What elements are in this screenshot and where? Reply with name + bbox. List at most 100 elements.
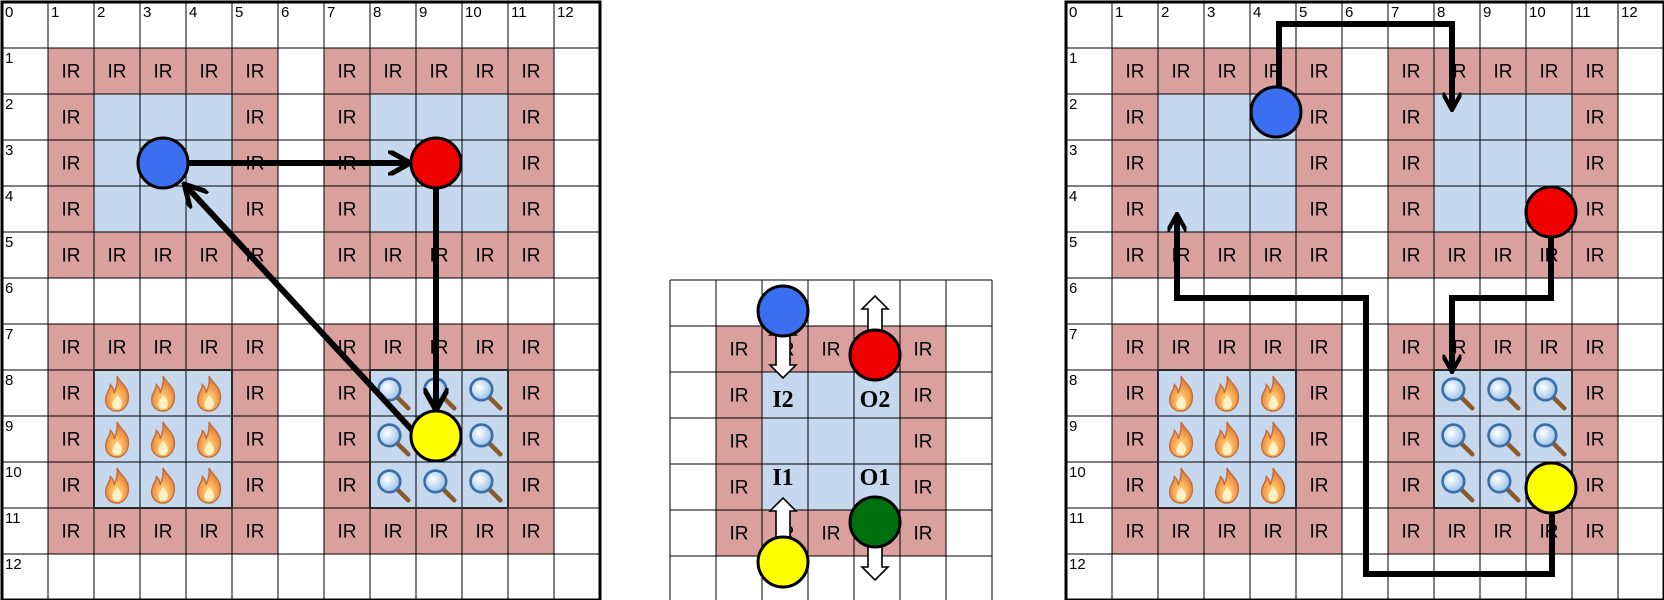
ir-label: IR (914, 478, 933, 499)
ir-label: IR (1172, 522, 1191, 543)
row-number: 5 (1069, 234, 1077, 251)
robot-red (409, 136, 463, 190)
ir-label: IR (522, 108, 541, 129)
ir-cell (232, 94, 278, 140)
open-cell (94, 186, 140, 232)
ir-label: IR (522, 476, 541, 497)
ir-label: IR (1586, 200, 1605, 221)
open-cell (140, 94, 186, 140)
open-cell (1434, 94, 1480, 140)
ir-label: IR (476, 338, 495, 359)
row-number: 6 (5, 280, 13, 297)
column-number: 9 (1483, 4, 1491, 21)
ir-cell (232, 370, 278, 416)
ir-label: IR (1494, 246, 1513, 267)
ir-label: IR (1126, 62, 1145, 83)
ir-cell (1296, 416, 1342, 462)
ir-label: IR (1448, 522, 1467, 543)
column-number: 7 (1391, 4, 1399, 21)
grid-border (0, 0, 602, 600)
ir-cell (186, 324, 232, 370)
ir-cell (1158, 324, 1204, 370)
ir-label: IR (1264, 338, 1283, 359)
row-number: 4 (5, 188, 13, 205)
ir-cell (370, 232, 416, 278)
ir-label: IR (384, 522, 403, 543)
open-cell (186, 94, 232, 140)
ir-cell (1204, 508, 1250, 554)
open-cell (1480, 186, 1526, 232)
ir-cell (140, 324, 186, 370)
ir-cell (1204, 324, 1250, 370)
robot-red-io (848, 328, 902, 382)
robot-green-io (848, 495, 902, 549)
ir-label: IR (1586, 246, 1605, 267)
path-red-route (1452, 236, 1554, 370)
ir-cell (1388, 370, 1434, 416)
ir-label: IR (914, 340, 933, 361)
ir-cell (48, 324, 94, 370)
ir-label: IR (822, 524, 841, 545)
ir-label: IR (384, 246, 403, 267)
column-number: 2 (97, 4, 105, 21)
ir-cell (1480, 508, 1526, 554)
ir-cell (1572, 232, 1618, 278)
ir-label: IR (200, 246, 219, 267)
ir-cell (370, 324, 416, 370)
ir-cell (716, 326, 762, 372)
ir-label: IR (338, 200, 357, 221)
row-number: 3 (1069, 142, 1077, 159)
open-cell (1204, 186, 1250, 232)
ir-cell (186, 508, 232, 554)
row-number: 2 (5, 96, 13, 113)
ir-label: IR (1586, 108, 1605, 129)
ir-cell (462, 48, 508, 94)
ir-label: IR (1586, 476, 1605, 497)
ir-label: IR (1402, 476, 1421, 497)
open-cell (1250, 140, 1296, 186)
ir-label: IR (246, 430, 265, 451)
ir-cell (1112, 462, 1158, 508)
row-number: 10 (5, 464, 22, 481)
ir-cell (1112, 508, 1158, 554)
ir-cell (1434, 232, 1480, 278)
ir-label: IR (822, 340, 841, 361)
ir-label: IR (338, 522, 357, 543)
open-cell (1434, 186, 1480, 232)
ir-label: IR (1402, 246, 1421, 267)
ir-cell (1112, 48, 1158, 94)
open-cell (808, 372, 854, 418)
row-number: 8 (5, 372, 13, 389)
ir-cell (508, 370, 554, 416)
port-label-i2: I2 (772, 387, 793, 413)
ir-label: IR (1402, 62, 1421, 83)
ir-label: IR (730, 524, 749, 545)
ir-cell (900, 418, 946, 464)
open-cell (1250, 186, 1296, 232)
ir-label: IR (522, 200, 541, 221)
ir-label: IR (1126, 384, 1145, 405)
ir-cell (808, 510, 854, 556)
column-number: 10 (465, 4, 482, 21)
ir-cell (324, 462, 370, 508)
ir-label: IR (108, 62, 127, 83)
ir-cell (232, 416, 278, 462)
ir-cell (1388, 324, 1434, 370)
ir-label: IR (338, 476, 357, 497)
ir-cell (900, 372, 946, 418)
open-cell (1158, 186, 1204, 232)
ir-cell (1296, 232, 1342, 278)
ir-cell (1526, 48, 1572, 94)
ir-cell (1434, 48, 1480, 94)
ir-label: IR (62, 522, 81, 543)
ir-label: IR (522, 246, 541, 267)
ir-cell (48, 186, 94, 232)
open-cell (1480, 94, 1526, 140)
ir-cell (1388, 416, 1434, 462)
ir-cell (508, 48, 554, 94)
ir-label: IR (1172, 62, 1191, 83)
ir-cell (1250, 324, 1296, 370)
ir-label: IR (730, 340, 749, 361)
ir-label: IR (522, 338, 541, 359)
